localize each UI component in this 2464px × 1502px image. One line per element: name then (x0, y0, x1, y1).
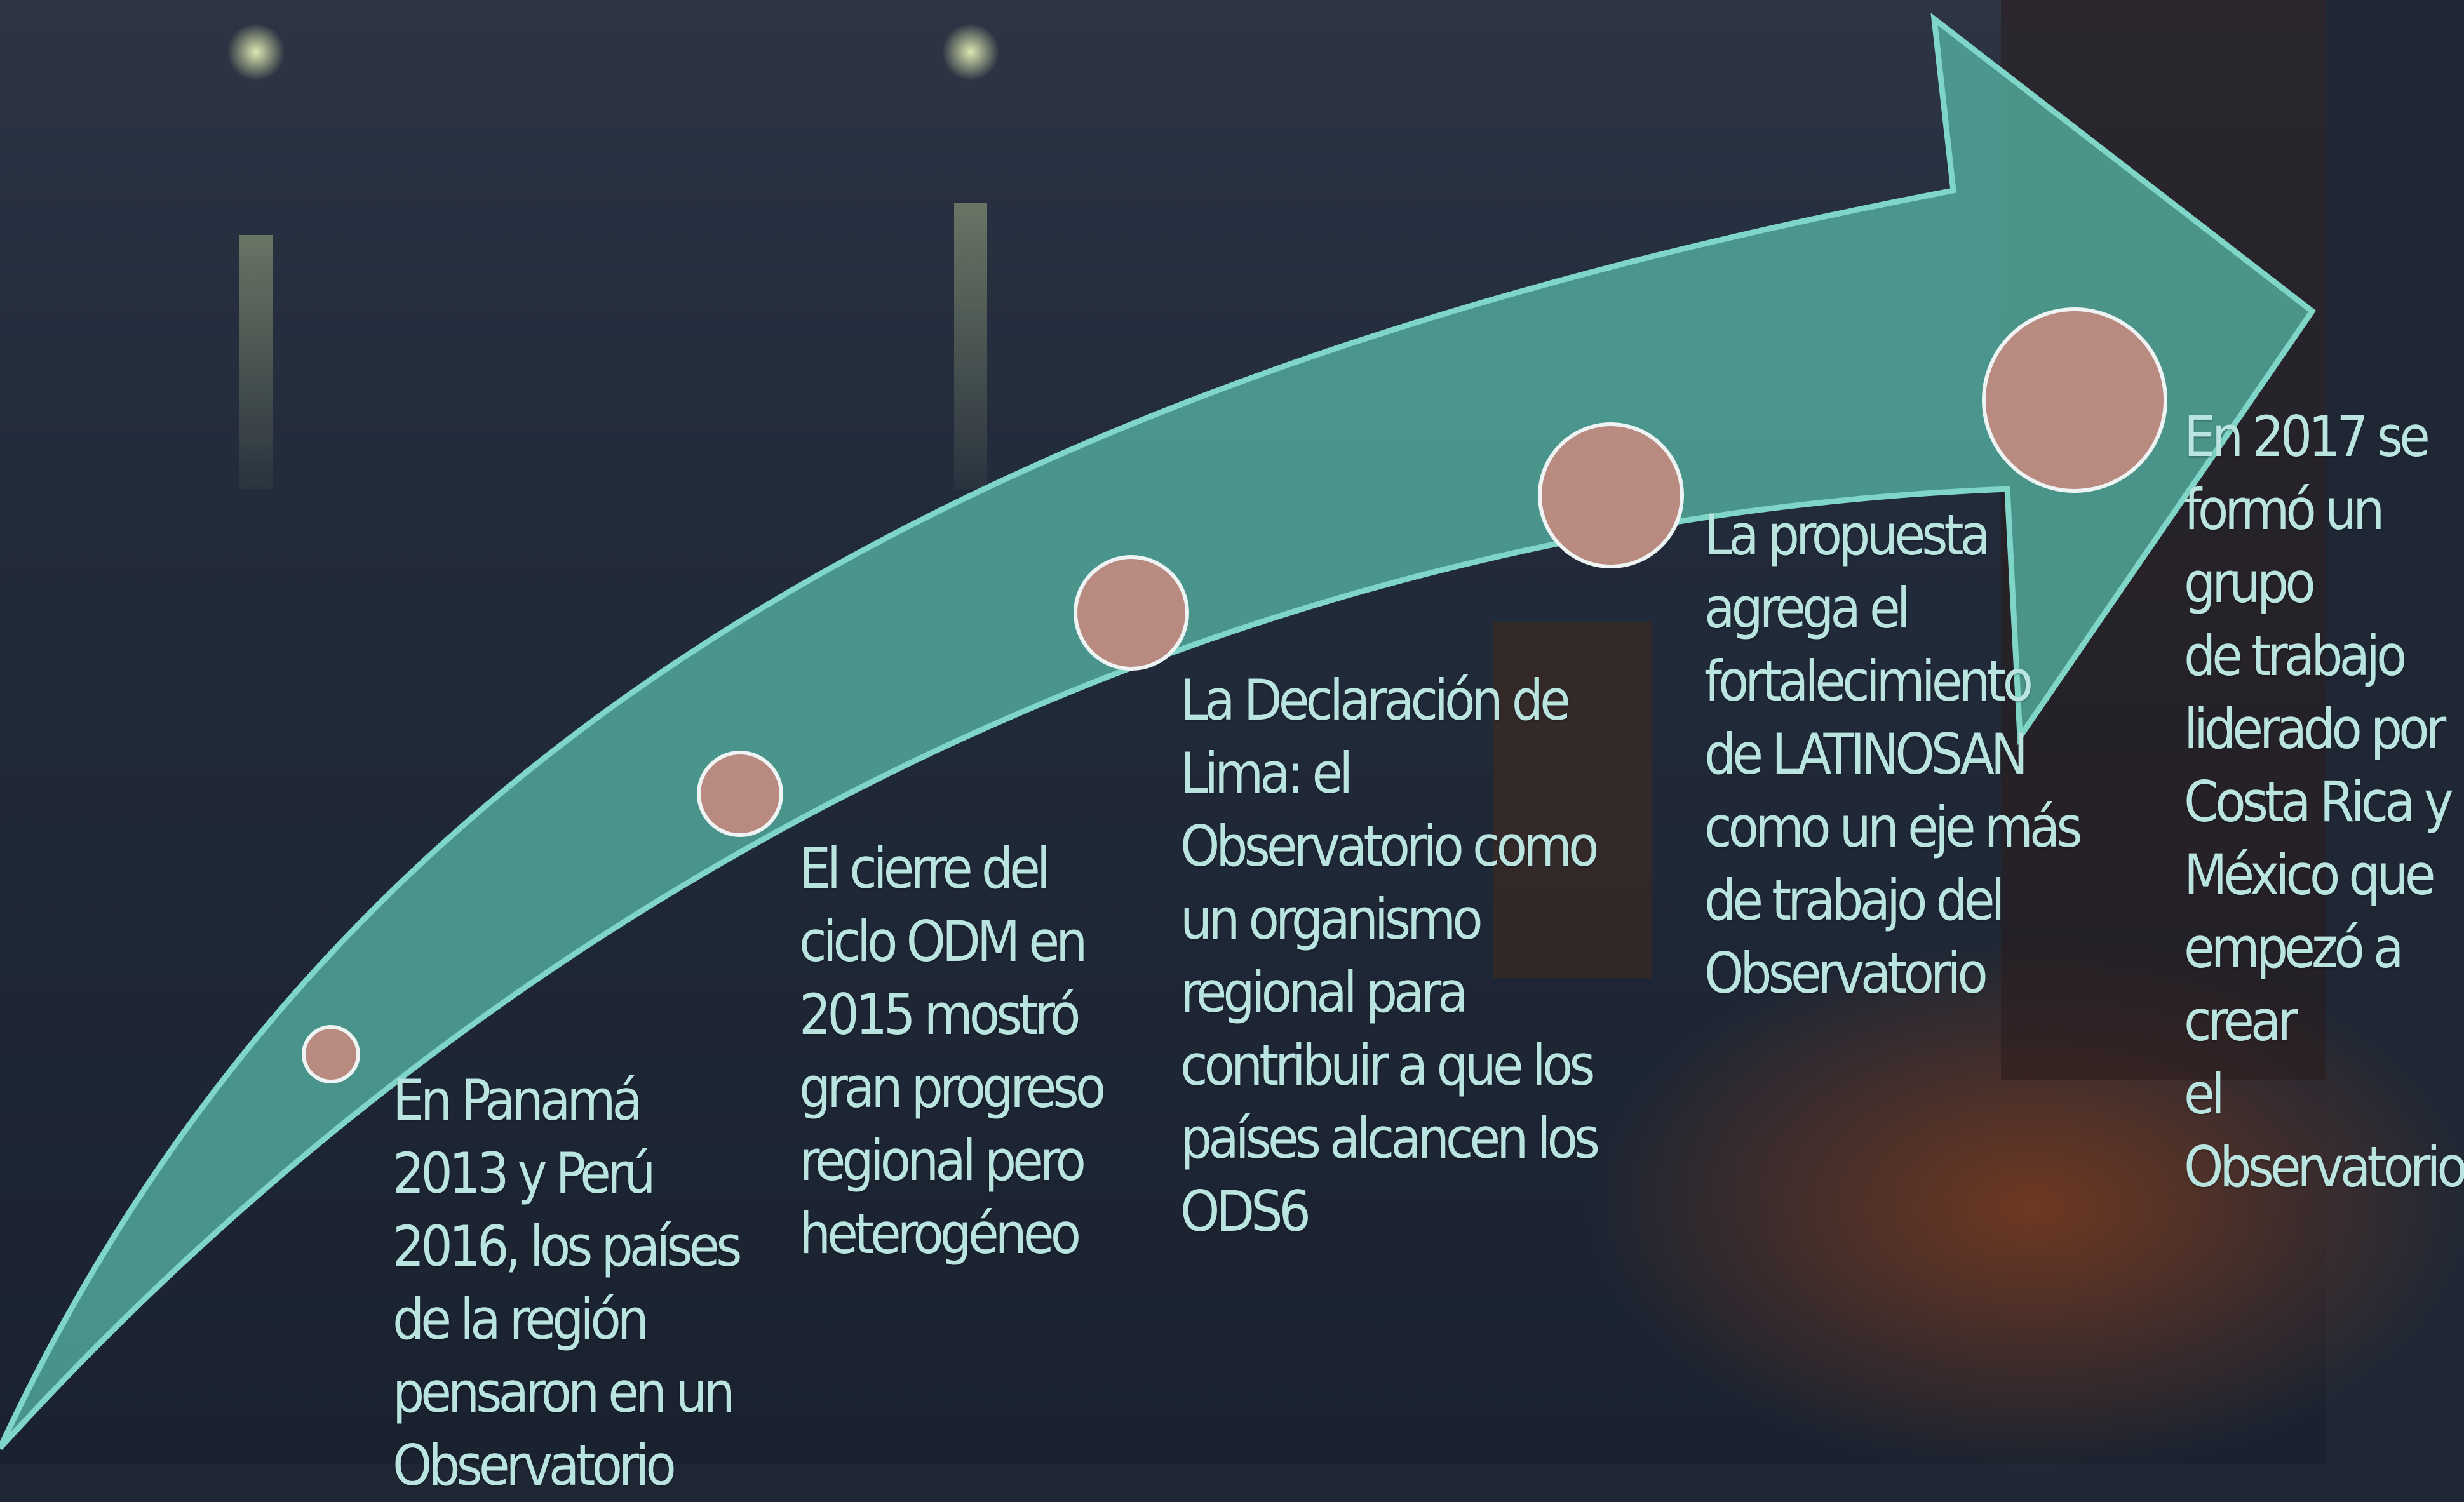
milestone-node-1 (302, 1025, 360, 1083)
milestone-node-4 (1538, 422, 1684, 568)
milestone-text-1: En Panamá 2013 y Perú 2016, los países d… (393, 1068, 743, 1498)
distant-light (227, 23, 285, 81)
light-reflection (239, 235, 273, 489)
light-reflection (954, 203, 987, 489)
milestone-text-3: La Declaración de Lima: el Observatorio … (1180, 667, 1600, 1244)
water-barrel (1493, 622, 1652, 978)
milestone-node-2 (697, 751, 783, 837)
milestone-node-5 (1982, 307, 2167, 493)
timeline-arrow (0, 12, 2317, 1451)
milestone-node-3 (1074, 555, 1189, 671)
distant-light (942, 23, 999, 81)
milestone-text-5: En 2017 se formó un grupo de trabajo lid… (2184, 404, 2464, 1200)
milestone-text-4: La propuesta agrega el fortalecimiento d… (1704, 502, 2083, 1006)
milestone-text-2: El cierre del ciclo ODM en 2015 mostró g… (799, 836, 1106, 1266)
